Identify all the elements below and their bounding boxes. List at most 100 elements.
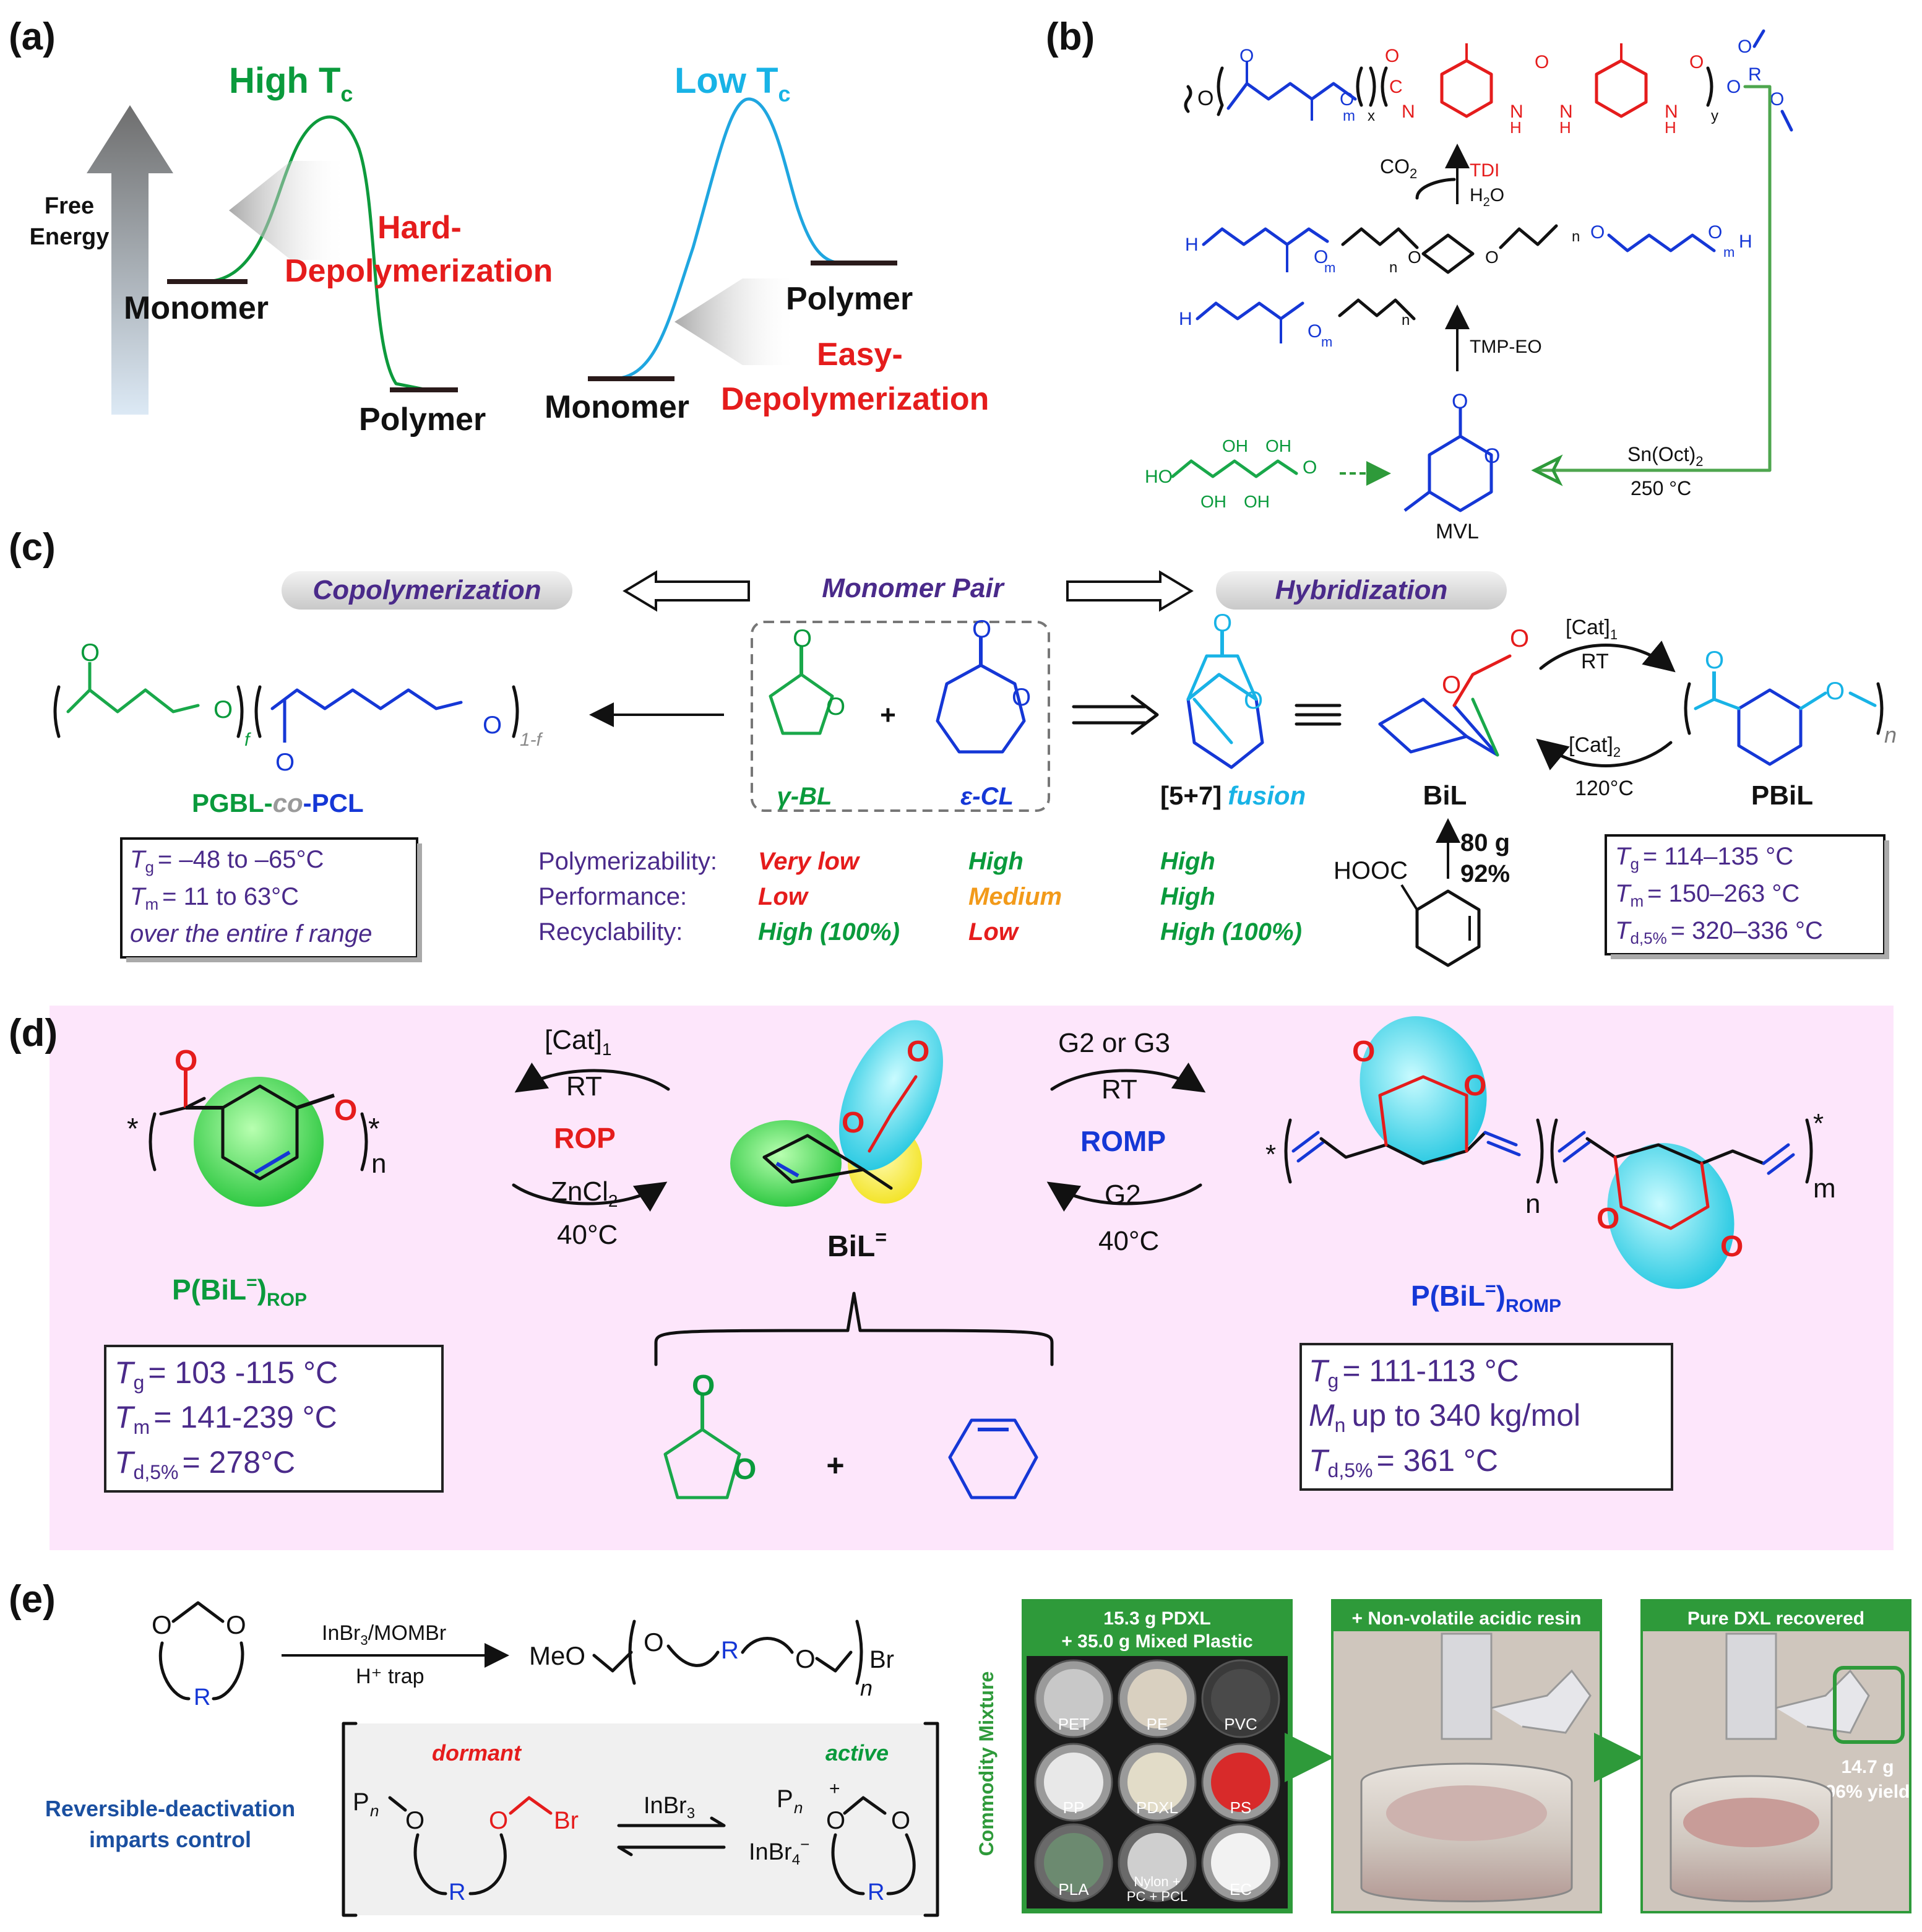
activation-arrow	[617, 1816, 726, 1827]
commodity-mixture-label: Commodity Mixture	[975, 1671, 998, 1857]
svg-text:O: O	[907, 1035, 929, 1068]
panel-b: (b) O O O m x O C N N H O N H	[1046, 15, 1793, 543]
dormant-label: dormant	[432, 1740, 522, 1766]
inbr3-mombr-label: InBr3/MOMBr	[322, 1621, 446, 1648]
ring-opening-arrow	[1539, 640, 1676, 673]
high-tc-energy-curve	[202, 115, 429, 392]
svg-text:n: n	[1525, 1189, 1540, 1219]
bil-performance: High	[1160, 883, 1215, 910]
sample-dish-pet: PET	[1034, 1659, 1113, 1738]
svg-text:PDXL: PDXL	[1136, 1798, 1178, 1817]
svg-text:N: N	[1402, 101, 1415, 122]
prop-performance: Performance:	[538, 883, 687, 910]
sample-dish-pdxl: PDXL	[1118, 1743, 1197, 1822]
svg-text:PP: PP	[1063, 1798, 1085, 1817]
romp-label: ROMP	[1080, 1125, 1166, 1157]
cat2-label: [Cat]2	[1569, 733, 1621, 760]
romp-rt-label: RT	[1101, 1074, 1137, 1105]
bil-eq-decomposition-brace	[654, 1292, 1054, 1366]
svg-text:PET: PET	[1058, 1715, 1090, 1733]
pbil-tg: Tg= 114–135 °C	[1615, 843, 1793, 873]
svg-text:C: C	[1389, 77, 1403, 97]
photo1-title-1: 15.3 g PDXL	[1103, 1608, 1210, 1629]
svg-text:PLA: PLA	[1058, 1880, 1089, 1899]
svg-text:O: O	[1340, 89, 1354, 110]
tmp-eo-polyol-structure: H O m n O O n O O m H H O m n	[1179, 222, 1752, 350]
cl-polymerizability: High	[968, 848, 1023, 875]
svg-text:OH: OH	[1265, 436, 1291, 455]
svg-text:O: O	[405, 1807, 424, 1834]
svg-text:O: O	[1825, 678, 1845, 705]
svg-text:*: *	[127, 1113, 139, 1145]
svg-text:O: O	[1510, 625, 1529, 652]
recycle-loop-line	[1533, 85, 1772, 472]
svg-text:H: H	[1179, 309, 1192, 329]
svg-text:O: O	[1770, 89, 1784, 110]
gbl-polymerizability: Very low	[758, 848, 861, 875]
svg-text:n: n	[1884, 722, 1897, 748]
p-bil-rop-label: P(BiL=)ROP	[172, 1272, 307, 1310]
svg-text:*: *	[1813, 1108, 1824, 1139]
svg-text:n: n	[370, 1801, 379, 1820]
svg-text:O: O	[1314, 247, 1328, 267]
low-tc-shadow-arrow	[674, 278, 798, 365]
svg-text:R: R	[1748, 64, 1762, 85]
hybridization-arrow	[1066, 570, 1194, 612]
high-tc-shadow-arrow	[229, 161, 347, 260]
svg-text:O: O	[733, 1453, 756, 1486]
svg-text:1-f: 1-f	[520, 730, 543, 750]
svg-text:O: O	[826, 693, 845, 720]
svg-text:OH: OH	[1200, 492, 1226, 511]
polyacetal-product: MeO O R O Br n	[529, 1619, 894, 1701]
tdi-label: TDI	[1470, 160, 1499, 181]
cl-recyclability: Low	[968, 918, 1020, 946]
svg-text:m: m	[1813, 1173, 1836, 1204]
svg-text:n: n	[1402, 312, 1410, 329]
rop-label: ROP	[554, 1122, 616, 1154]
free-energy-label-2: Energy	[30, 224, 110, 250]
cat1-label: [Cat]1	[1566, 616, 1618, 642]
svg-text:P: P	[353, 1788, 369, 1816]
svg-text:O: O	[795, 1644, 816, 1673]
low-tc-monomer-label: Monomer	[545, 389, 689, 425]
svg-text:R: R	[721, 1637, 739, 1664]
svg-text:m: m	[1723, 244, 1735, 260]
svg-text:O: O	[213, 696, 233, 723]
epsilon-caprolactone: O O	[936, 616, 1031, 754]
bil-polymerizability: High	[1160, 848, 1215, 875]
monomer-plus: +	[880, 700, 896, 730]
high-tc-polymer-label: Polymer	[359, 402, 486, 438]
recovered-flask-highlight	[1833, 1666, 1905, 1744]
ecl-label: ε-CL	[960, 783, 1014, 810]
svg-text:O: O	[334, 1094, 357, 1127]
pbil-label: PBiL	[1751, 780, 1813, 811]
svg-text:O: O	[1197, 87, 1213, 110]
h2o-label: H2O	[1470, 185, 1504, 209]
sample-dish-pe: PE	[1118, 1659, 1197, 1738]
bil-3d-structure: O O	[1378, 625, 1529, 757]
copolymer-f-range: over the entire f range	[130, 920, 372, 947]
free-energy-arrow	[87, 105, 173, 415]
high-tc-title: High Tc	[229, 61, 353, 106]
panel-e: (e) O O R InBr3/MOMBr H⁺ trap MeO O R O …	[9, 1578, 1911, 1917]
svg-text:OH: OH	[1222, 436, 1248, 455]
hard-depolymerization-label-1: Hard-	[377, 210, 462, 246]
romp-temp-label: 40°C	[1098, 1226, 1159, 1256]
prop-recyclability: Recyclability:	[538, 918, 683, 946]
copolymerization-pill	[282, 571, 572, 610]
svg-text:n: n	[860, 1675, 873, 1701]
rt-label-c: RT	[1581, 650, 1609, 673]
photo2-title: + Non-volatile acidic resin	[1352, 1608, 1582, 1629]
svg-text:HO: HO	[1145, 467, 1173, 487]
rop-tg: Tg= 103 -115 °C	[114, 1355, 338, 1394]
photo3-title: Pure DXL recovered	[1687, 1608, 1864, 1629]
svg-text:O: O	[152, 1610, 172, 1639]
sugar-structure: HO OH OH OH OH O	[1145, 436, 1317, 511]
sample-dish-nylon-pc-pcl: Nylon +PC + PCL	[1118, 1823, 1197, 1904]
svg-text:O: O	[644, 1628, 664, 1657]
photo-mixed-plastic: 15.3 g PDXL + 35.0 g Mixed Plastic PET P…	[1022, 1599, 1293, 1913]
svg-text:O: O	[1597, 1202, 1619, 1235]
svg-text:O: O	[972, 616, 991, 643]
bil-recyclability: High (100%)	[1160, 918, 1302, 946]
svg-text:Br: Br	[869, 1646, 894, 1673]
